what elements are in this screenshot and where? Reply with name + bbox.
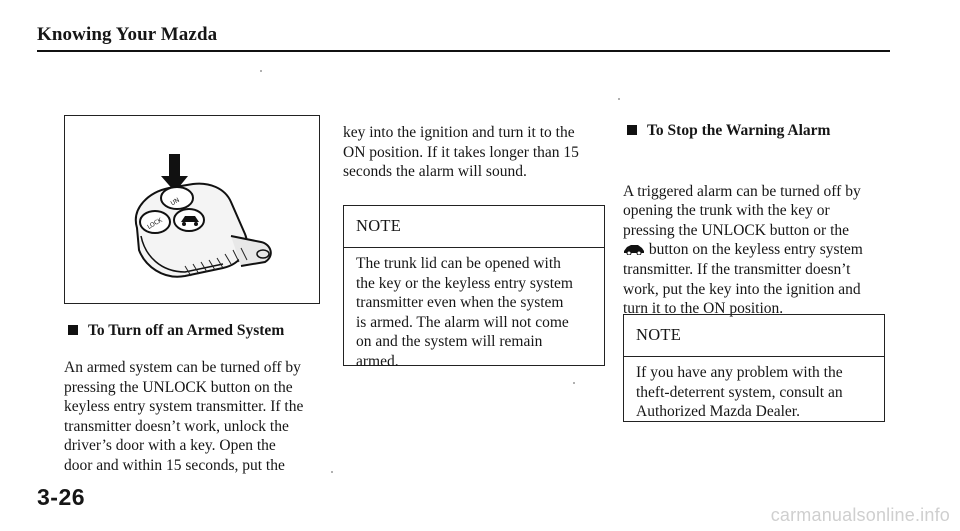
trunk-button-drawing bbox=[173, 208, 205, 232]
bullet-marker bbox=[627, 125, 637, 135]
scan-speck bbox=[331, 471, 333, 473]
car-icon bbox=[624, 245, 644, 256]
note-box-trunk: NOTE The trunk lid can be opened with th… bbox=[343, 205, 605, 370]
note-title: NOTE bbox=[624, 315, 884, 357]
press-arrow-icon bbox=[161, 154, 188, 192]
continued-body-text: key into the ignition and turn it to the… bbox=[343, 124, 579, 181]
section-heading-stop-alarm: To Stop the Warning Alarm bbox=[627, 122, 830, 140]
section-heading-turn-off-armed: To Turn off an Armed System bbox=[68, 322, 284, 340]
lock-button-drawing: LOCK bbox=[139, 210, 171, 234]
bullet-marker bbox=[68, 325, 78, 335]
stop-alarm-body-line2: button on the keyless entry system bbox=[645, 241, 863, 259]
stop-alarm-body-rest: transmitter. If the transmitter doesn’t … bbox=[623, 260, 861, 318]
note-box-dealer: NOTE If you have any problem with the th… bbox=[623, 314, 885, 422]
unlock-button-drawing: UN bbox=[160, 186, 194, 210]
svg-text:UN: UN bbox=[170, 197, 181, 208]
heading-text: To Stop the Warning Alarm bbox=[647, 122, 831, 139]
heading-text: To Turn off an Armed System bbox=[88, 322, 285, 339]
scan-speck bbox=[260, 70, 262, 72]
key-fob-drawing: UN LOCK bbox=[134, 154, 272, 278]
note-body: If you have any problem with the theft-d… bbox=[636, 364, 843, 421]
key-fob-illustration: UN LOCK bbox=[64, 115, 320, 304]
header-divider bbox=[37, 50, 890, 52]
stop-alarm-body: A triggered alarm can be turned off by o… bbox=[623, 162, 898, 319]
stop-alarm-body-line1: A triggered alarm can be turned off by o… bbox=[623, 182, 861, 239]
page-number: 3-26 bbox=[37, 484, 86, 510]
turn-off-armed-body: An armed system can be turned off by pre… bbox=[64, 359, 304, 474]
watermark: carmanualsonline.info bbox=[770, 505, 950, 525]
scan-speck bbox=[573, 382, 575, 384]
page-header-title: Knowing Your Mazda bbox=[37, 24, 218, 45]
note-title: NOTE bbox=[344, 206, 604, 248]
note-body: The trunk lid can be opened with the key… bbox=[356, 255, 573, 370]
scan-speck bbox=[618, 98, 620, 100]
